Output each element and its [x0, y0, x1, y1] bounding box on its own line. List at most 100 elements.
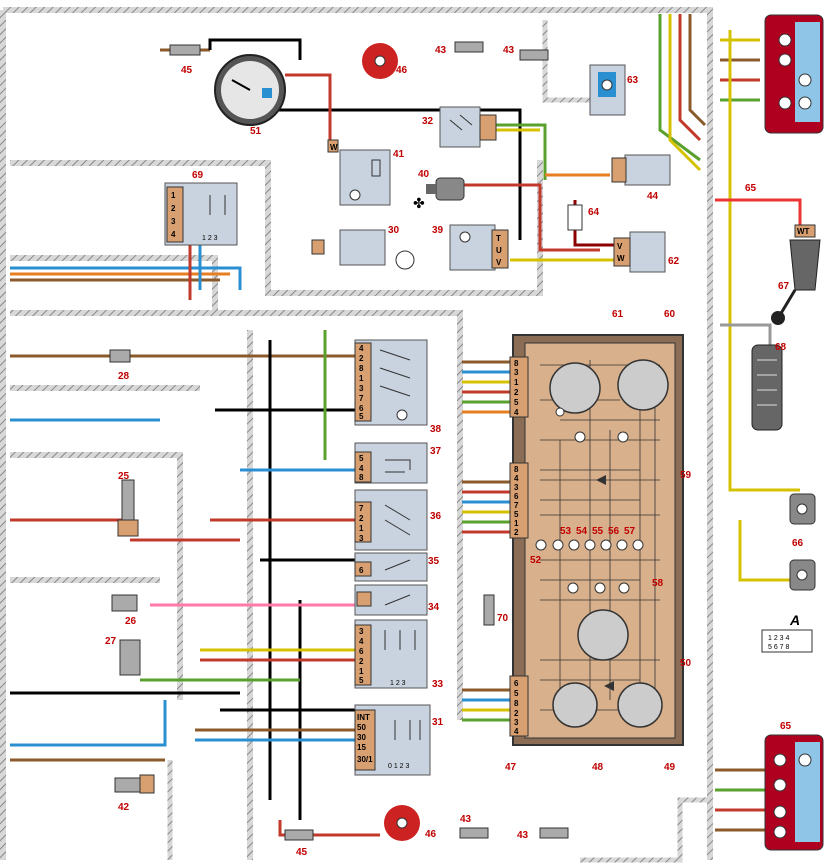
relay-pin: 5	[359, 412, 364, 421]
label-41: 41	[393, 149, 405, 160]
rear-window-heater-68	[751, 344, 783, 431]
spark-plug-25	[117, 479, 139, 537]
label-42: 42	[118, 802, 130, 813]
headlamp-block-65-bottom	[764, 734, 824, 851]
label-63: 63	[627, 75, 639, 86]
gauge-60	[617, 359, 669, 411]
cluster-pin: 4	[514, 727, 519, 736]
cluster-pin: 3	[514, 368, 519, 377]
switch-62: V W	[613, 231, 666, 273]
switch-pin: 3	[359, 627, 364, 636]
relay-pin: 3	[359, 384, 364, 393]
switch-35: 6	[354, 552, 428, 582]
sensor-70	[483, 594, 495, 626]
label-30: 30	[388, 225, 400, 236]
cluster-top-pins: 8 3 1 2 5 4	[514, 359, 519, 417]
label-60: 60	[664, 309, 676, 320]
switch-pin: 5	[359, 676, 364, 685]
connector-pin: V	[617, 242, 623, 251]
label-57: 57	[624, 526, 636, 537]
label-62: 62	[668, 256, 680, 267]
ignition-switch-31: INT 50 30 15 30/1 0 1 2 3	[354, 704, 431, 776]
switch-pin: 7	[359, 504, 364, 513]
switch-pin: 6	[359, 647, 364, 656]
fuse-64	[567, 204, 583, 231]
lamp-46-bottom	[384, 805, 420, 841]
inset-title: A	[789, 612, 800, 628]
cluster-bot-pins: 6 5 8 2 3 4	[514, 679, 519, 736]
label-64: 64	[588, 207, 600, 218]
label-55: 55	[592, 526, 604, 537]
switch-36: 7 2 1 3	[354, 489, 428, 551]
label-31: 31	[432, 717, 444, 728]
label-39: 39	[432, 225, 444, 236]
inset-a: A 1 2 3 4 5 6 7 8	[761, 612, 813, 653]
label-40: 40	[418, 169, 430, 180]
switch-positions: 1 2 3	[390, 680, 406, 687]
connector-label: W	[330, 143, 338, 152]
ground-45-bottom	[284, 829, 314, 841]
label-28: 28	[118, 371, 130, 382]
sensor-27	[119, 639, 141, 676]
ground-43-bottom	[459, 827, 569, 839]
label-26: 26	[125, 616, 137, 627]
svg-text:6: 6	[359, 566, 364, 575]
label-51: 51	[250, 126, 262, 137]
label-52: 52	[530, 555, 542, 566]
label-34: 34	[428, 602, 440, 613]
sensor-30	[311, 229, 415, 270]
tachometer-51	[214, 54, 286, 126]
sensor-26	[111, 594, 138, 612]
lamp-66	[789, 493, 816, 591]
ground-45-top	[169, 44, 201, 56]
label-38: 38	[430, 424, 442, 435]
ignition-pin: 15	[357, 743, 366, 752]
switch-pin: 4	[359, 637, 364, 646]
switch-37: 5 4 8	[354, 442, 428, 484]
label-43d: 43	[517, 830, 529, 841]
cluster-pin: 8	[514, 699, 519, 708]
relay-41: W	[327, 139, 391, 206]
label-35: 35	[428, 556, 440, 567]
label-70: 70	[497, 613, 509, 624]
cluster-pin: 3	[514, 483, 519, 492]
relay-pin: 2	[359, 354, 364, 363]
switch-pin: 4	[359, 464, 364, 473]
label-68: 68	[775, 342, 787, 353]
label-69: 69	[192, 170, 204, 181]
cluster-pin: 1	[514, 519, 519, 528]
label-45b: 45	[296, 847, 308, 858]
label-48: 48	[592, 762, 604, 773]
cluster-pin: 6	[514, 679, 519, 688]
switch-33: 3 4 6 2 1 5 1 2 3	[354, 619, 428, 689]
connector-pin: T	[496, 234, 501, 243]
gauge-50	[577, 609, 629, 661]
switch-positions: 1 2 3	[202, 235, 218, 242]
switch-pin: 2	[171, 204, 176, 213]
gauge-61	[549, 362, 601, 414]
label-66: 66	[792, 538, 804, 549]
connector-pin: W	[617, 254, 625, 263]
ground-43-top	[454, 41, 549, 61]
label-54: 54	[576, 526, 588, 537]
cluster-mid-pins: 8 4 3 6 7 5 1 2	[514, 465, 519, 537]
relay-pin: 8	[359, 364, 364, 373]
cluster-pin: 5	[514, 689, 519, 698]
label-53: 53	[560, 526, 572, 537]
label-43c: 43	[460, 814, 472, 825]
label-27: 27	[105, 636, 117, 647]
label-65a: 65	[745, 183, 757, 194]
label-67: 67	[778, 281, 790, 292]
switch-69: 1 2 3 4 1 2 3	[164, 182, 238, 246]
label-43a: 43	[435, 45, 447, 56]
switch-pin: 4	[171, 230, 176, 239]
harness-outlines	[0, 7, 713, 863]
cluster-pin: 4	[514, 474, 519, 483]
label-32: 32	[422, 116, 434, 127]
cluster-pin: 4	[514, 408, 519, 417]
switch-pin: 2	[359, 514, 364, 523]
relay-pin: 6	[359, 404, 364, 413]
switch-pin: 2	[359, 657, 364, 666]
switch-pin: 8	[359, 473, 364, 482]
